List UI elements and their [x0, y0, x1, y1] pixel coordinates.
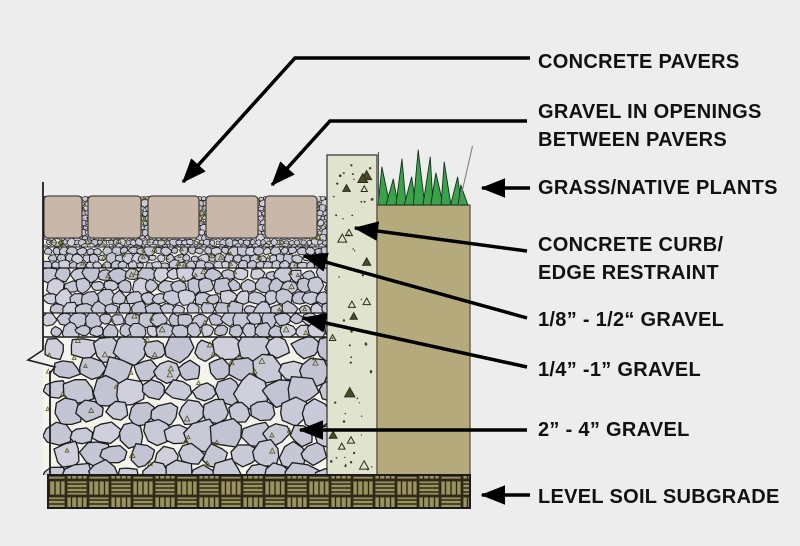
break-line-symbol — [26, 349, 57, 374]
label-gravel-eighth-half: 1/8” - 1/2“ GRAVEL — [538, 309, 725, 331]
gravel-layers — [43, 196, 327, 475]
curb-aggregate-speckle — [328, 164, 374, 471]
paver — [147, 195, 200, 239]
concrete-pavers — [43, 195, 318, 239]
leader-concrete-curb — [353, 221, 528, 253]
paver — [264, 195, 318, 239]
gravel-band-2 — [43, 268, 327, 313]
leader-concrete-pavers — [181, 56, 530, 184]
label-grass-native-plants: GRASS/NATIVE PLANTS — [538, 177, 778, 199]
concrete-curb-edge-restraint — [326, 154, 378, 476]
leader-gravel-in-openings — [270, 119, 527, 187]
grass-native-plants — [377, 145, 473, 206]
gravel-band-3 — [43, 313, 327, 337]
leader-gravel-quarter-one — [301, 313, 528, 369]
level-soil-subgrade — [47, 474, 471, 509]
label-gravel-quarter-one: 1/4” -1” GRAVEL — [538, 359, 702, 381]
gravel-layer-boundaries — [43, 246, 327, 338]
paver — [205, 195, 259, 239]
label-level-soil-subgrade: LEVEL SOIL SUBGRADE — [538, 486, 780, 508]
label-gravel-in-openings: GRAVEL IN OPENINGS BETWEEN PAVERS — [538, 101, 762, 151]
soil-block — [376, 204, 471, 476]
label-concrete-curb: CONCRETE CURB/ EDGE RESTRAINT — [538, 234, 724, 284]
label-gravel-two-four: 2” - 4” GRAVEL — [538, 419, 690, 441]
paver — [43, 195, 83, 239]
section-edges — [26, 182, 57, 475]
gravel-band-4 — [43, 337, 327, 475]
leader-arrows — [181, 56, 530, 505]
paver — [87, 195, 142, 239]
leader-gravel-eighth-half — [302, 252, 528, 320]
label-concrete-pavers: CONCRETE PAVERS — [538, 51, 740, 73]
